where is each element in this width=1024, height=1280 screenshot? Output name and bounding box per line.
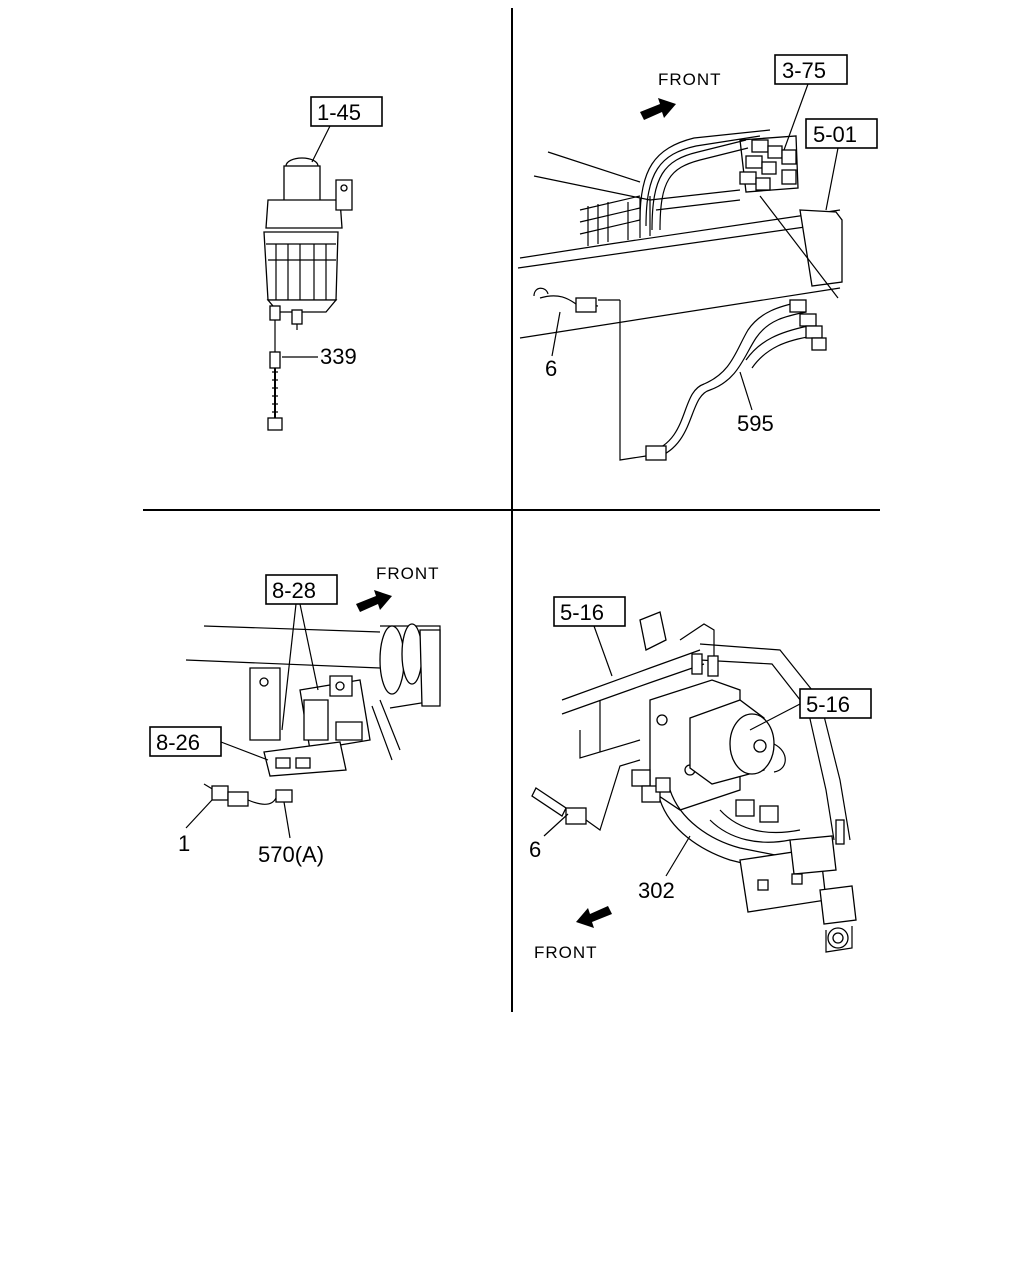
front-arrow-bottom-left	[356, 590, 392, 612]
leader-5-01	[825, 147, 839, 211]
front-arrow-top-right	[640, 98, 676, 120]
leader-8-26	[220, 741, 269, 761]
valve-block-drawing	[739, 135, 799, 193]
brake-pipes-drawing	[639, 129, 771, 231]
leader-3-75	[783, 83, 809, 151]
ref-label-8-26: 8-26	[156, 730, 200, 755]
ref-box-1-45	[310, 96, 383, 127]
part-label-595: 595	[737, 411, 774, 436]
leader-1	[185, 799, 213, 829]
leader-1-45	[311, 125, 331, 163]
front-label-bottom-left: FRONT	[376, 564, 440, 583]
part-label-570a: 570(A)	[258, 842, 324, 867]
ref-label-3-75: 3-75	[782, 58, 826, 83]
quadrant-bottom-left: FRONT 8-2	[149, 564, 441, 867]
part-label-302: 302	[638, 878, 675, 903]
leader-6-top-right	[551, 311, 561, 357]
leader-5-01-connector	[759, 195, 839, 299]
ref-label-5-16-right: 5-16	[806, 692, 850, 717]
fuel-filter-drawing	[263, 157, 353, 431]
ref-label-5-01: 5-01	[813, 122, 857, 147]
quadrant-top-right: FRONT	[517, 54, 878, 461]
leader-5-16-upper	[593, 625, 613, 677]
ref-box-8-28	[265, 574, 338, 605]
leader-595	[739, 371, 753, 411]
front-label-top-right: FRONT	[658, 70, 722, 89]
part-label-1: 1	[178, 831, 190, 856]
part-label-6-bottom-right: 6	[529, 837, 541, 862]
ref-label-5-16-upper: 5-16	[560, 600, 604, 625]
ref-box-5-01	[805, 118, 878, 149]
ref-label-8-28: 8-28	[272, 578, 316, 603]
leader-302	[665, 835, 691, 877]
leader-5-16-right	[749, 703, 801, 731]
leader-8-28-b	[299, 603, 319, 691]
part-label-339: 339	[320, 344, 357, 369]
ref-box-3-75	[774, 54, 848, 85]
front-label-bottom-right: FRONT	[534, 943, 598, 962]
ref-box-8-26	[149, 726, 222, 757]
ref-box-5-16-upper	[553, 596, 626, 627]
wire-harness-595-drawing	[533, 287, 827, 461]
leader-8-28-a	[281, 603, 297, 731]
sensor-harness-drawing	[203, 783, 293, 807]
quadrant-bottom-right: 5-16 5-16 6 302 FRONT	[529, 596, 872, 962]
part-label-6-top-right: 6	[545, 356, 557, 381]
ref-label-1-45: 1-45	[317, 100, 361, 125]
frame-rail-drawing	[517, 151, 843, 339]
quadrant-top-left: 1-45 339	[263, 96, 383, 431]
modulator-assembly-drawing	[531, 611, 857, 953]
ref-box-5-16-right	[799, 688, 872, 719]
leader-570a	[283, 801, 291, 839]
front-arrow-bottom-right	[576, 906, 612, 928]
leader-6-bottom-right	[543, 813, 569, 837]
bracket-assembly-drawing	[185, 623, 441, 777]
